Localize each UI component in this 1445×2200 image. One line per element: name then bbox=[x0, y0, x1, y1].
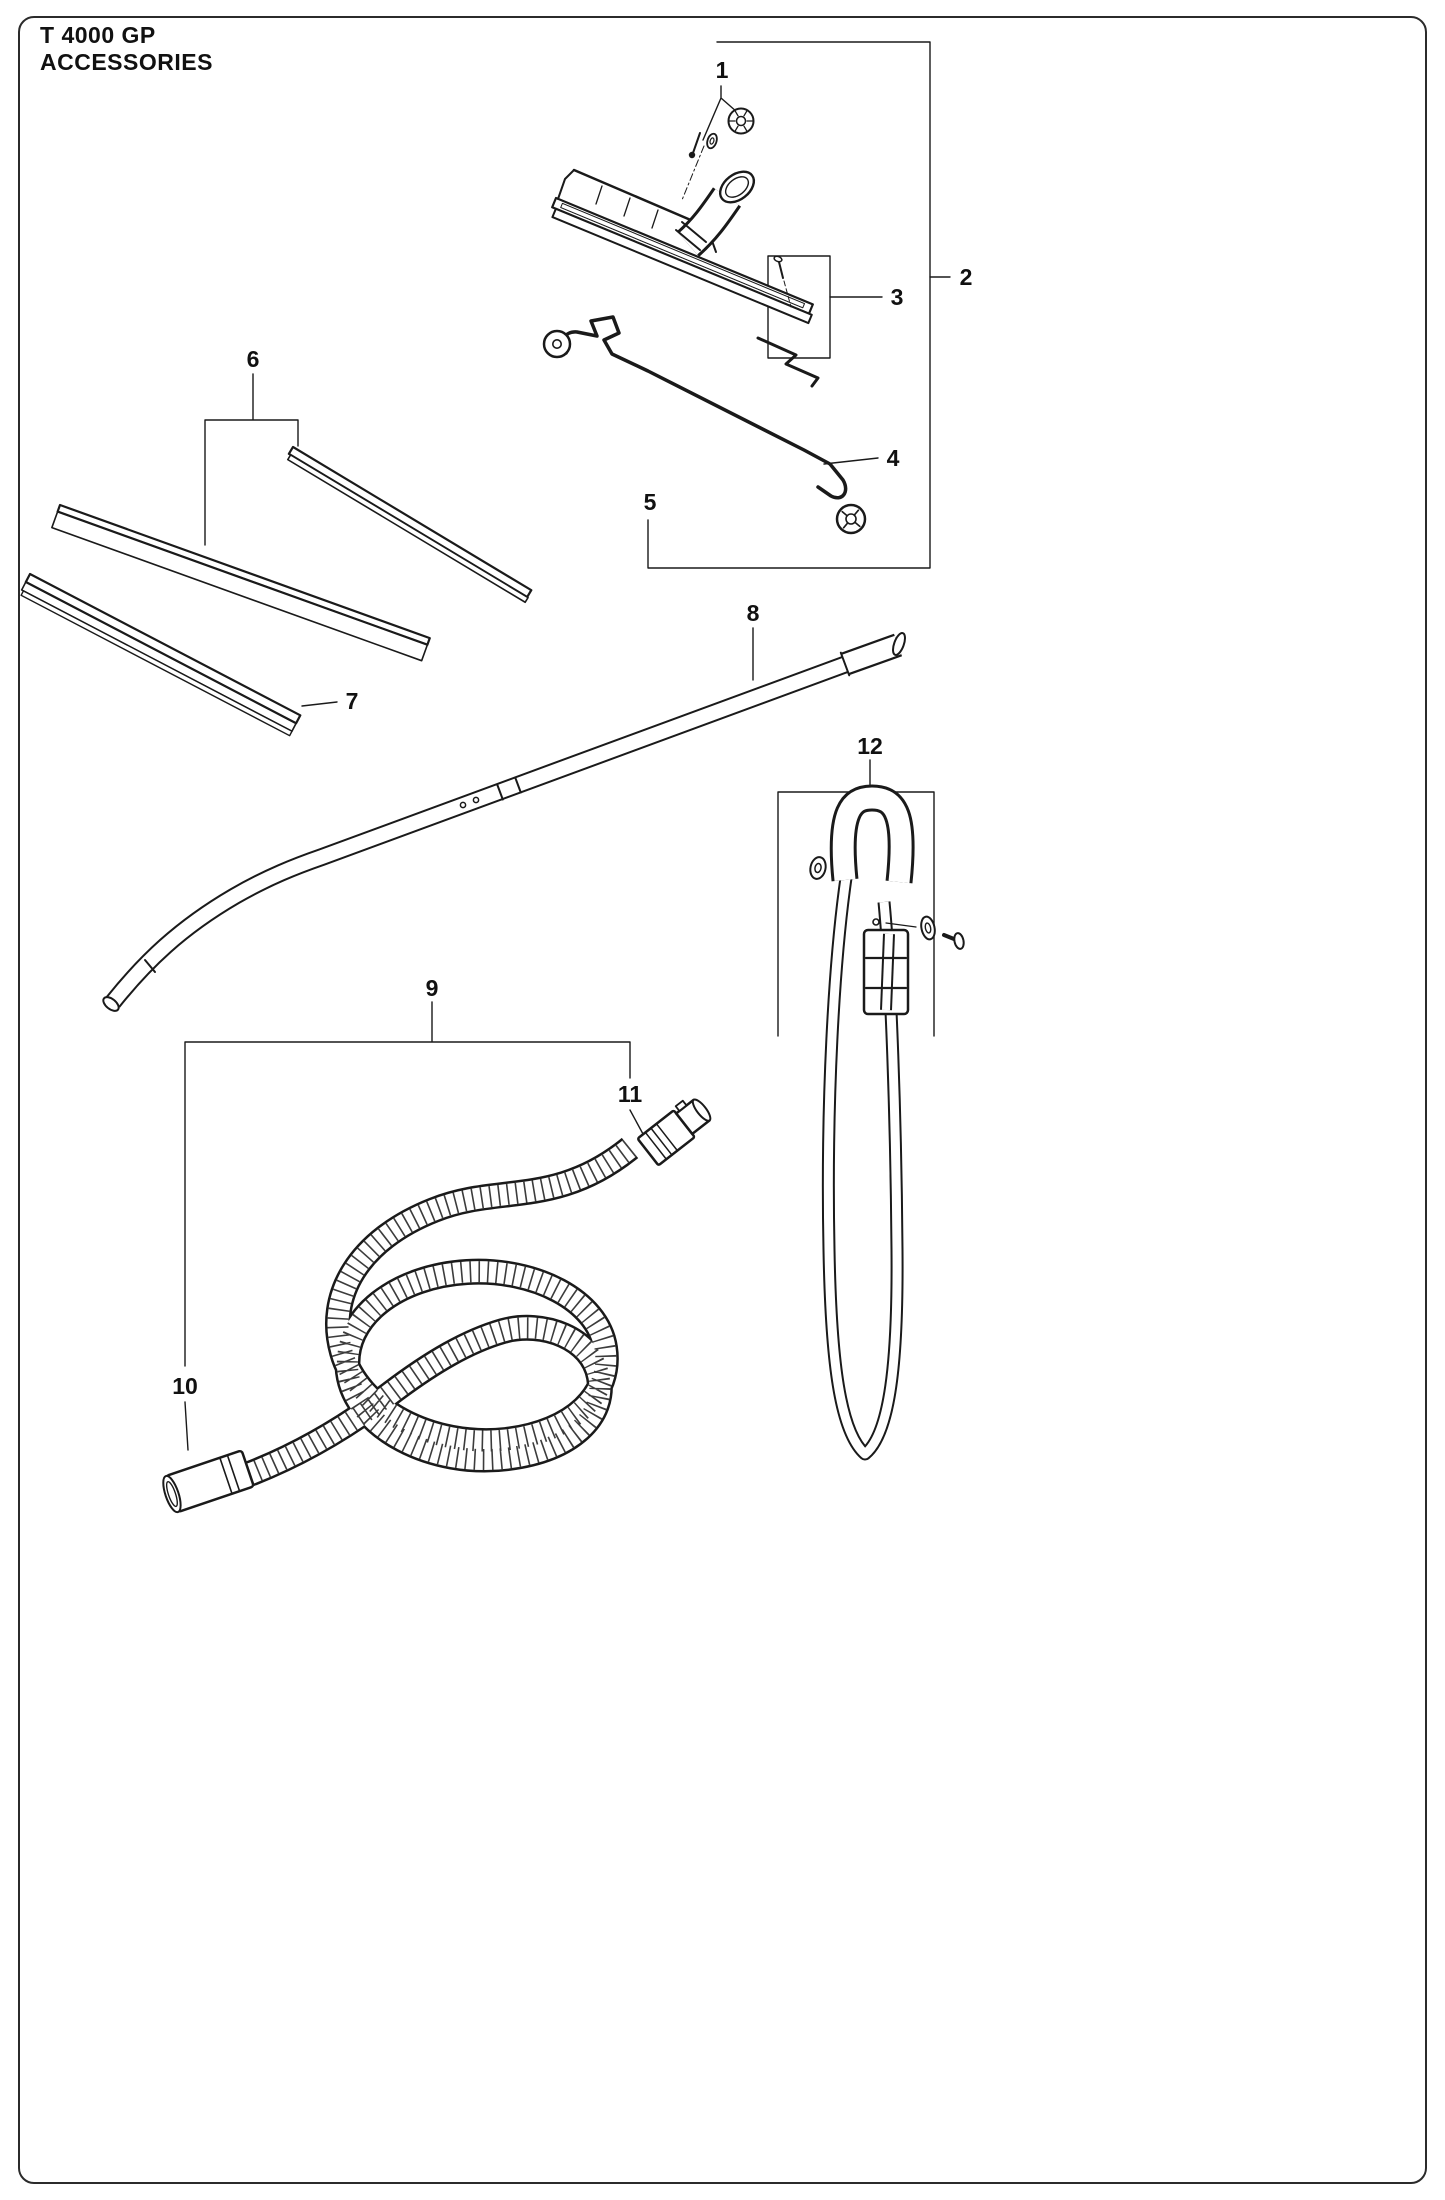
callout-2: 2 bbox=[960, 264, 973, 290]
callout-5: 5 bbox=[644, 489, 657, 515]
nozzle-elbow bbox=[675, 170, 756, 257]
elbow-collar bbox=[675, 221, 707, 251]
wand-cuff-seam bbox=[839, 651, 851, 677]
fastener-set-drawing bbox=[681, 107, 755, 201]
callout-12: 12 bbox=[857, 733, 883, 759]
right-roller bbox=[835, 503, 867, 535]
diagram-title: T 4000 GP ACCESSORIES bbox=[40, 22, 213, 76]
strip-rail bbox=[24, 572, 302, 725]
callout-9: 9 bbox=[426, 975, 439, 1001]
assembly-axis bbox=[681, 145, 705, 201]
hose-coupling-drawing bbox=[637, 1098, 712, 1166]
cuff-ribs bbox=[219, 1454, 241, 1495]
hose-corrugation bbox=[192, 1139, 637, 1502]
callout-4: 4 bbox=[887, 445, 900, 471]
retainer-clip bbox=[756, 336, 820, 388]
strip-rail bbox=[287, 445, 533, 599]
wand-clip-button bbox=[459, 801, 467, 809]
callout-1: 1 bbox=[716, 57, 729, 83]
strap-buckle bbox=[862, 928, 910, 1016]
wand-tube-drawing bbox=[102, 632, 906, 1012]
strip-flange bbox=[20, 590, 293, 737]
star-knob bbox=[727, 107, 755, 135]
callout-numbers: 1 2 3 4 5 6 7 8 9 10 11 12 bbox=[172, 57, 972, 1399]
strap-washer-right bbox=[920, 915, 936, 941]
bracket-2-5 bbox=[647, 41, 931, 569]
wand-clip-button bbox=[472, 796, 480, 804]
strip-flange bbox=[286, 454, 529, 604]
wand-mouth bbox=[102, 996, 120, 1012]
brush-strip-drawing bbox=[51, 503, 431, 662]
squeegee-strip-lower-drawing bbox=[20, 572, 302, 737]
strap-washer-left bbox=[809, 856, 827, 880]
roller-spokes bbox=[841, 509, 861, 529]
screw-clip-detail-drawing bbox=[756, 255, 820, 388]
housing-vents bbox=[595, 185, 659, 229]
bracket-9 bbox=[184, 1001, 631, 1367]
coupling-knurl bbox=[644, 1123, 679, 1160]
callout-8: 8 bbox=[747, 600, 760, 626]
callout-3: 3 bbox=[891, 284, 904, 310]
washer bbox=[706, 132, 718, 150]
hose-cuff-drawing bbox=[162, 1449, 255, 1514]
screw bbox=[688, 132, 701, 159]
cuff-opening bbox=[162, 1474, 182, 1514]
nozzle-sole bbox=[551, 196, 814, 325]
frame-wire bbox=[561, 315, 848, 500]
leader-10 bbox=[184, 1401, 189, 1451]
knob-spokes bbox=[728, 110, 754, 132]
rivet-axis bbox=[885, 922, 917, 928]
bracket-6 bbox=[204, 373, 299, 546]
floor-nozzle-drawing bbox=[551, 168, 814, 325]
brush-bristles bbox=[51, 510, 429, 662]
carrying-strap-drawing bbox=[809, 784, 965, 1461]
squeegee-strip-upper-drawing bbox=[286, 445, 533, 604]
callout-10: 10 bbox=[172, 1373, 198, 1399]
strap-rivet-hole bbox=[872, 918, 880, 926]
wand-top-opening bbox=[892, 632, 906, 656]
detail-screw-axis bbox=[783, 280, 792, 308]
model-title: T 4000 GP bbox=[40, 22, 156, 48]
detail-screw-head bbox=[773, 255, 783, 263]
callout-7: 7 bbox=[346, 688, 359, 714]
suction-hose-drawing bbox=[191, 1137, 639, 1505]
diagram-subtitle: ACCESSORIES bbox=[40, 49, 213, 75]
left-roller bbox=[542, 329, 572, 359]
strip-slots bbox=[20, 581, 297, 733]
bayonet-tab bbox=[674, 1099, 688, 1112]
callout-6: 6 bbox=[247, 346, 260, 372]
wand-joint bbox=[496, 776, 522, 801]
leader-11 bbox=[629, 1109, 644, 1135]
leader-7 bbox=[301, 701, 338, 707]
callout-11: 11 bbox=[618, 1081, 643, 1107]
leader-4 bbox=[823, 457, 879, 465]
elbow-opening bbox=[718, 170, 756, 204]
strap-screw bbox=[942, 932, 965, 950]
wheel-frame-drawing bbox=[542, 315, 867, 535]
wand-bend-seam bbox=[144, 959, 156, 973]
coupling-opening bbox=[691, 1098, 712, 1122]
detail-screw-shaft bbox=[778, 261, 784, 279]
